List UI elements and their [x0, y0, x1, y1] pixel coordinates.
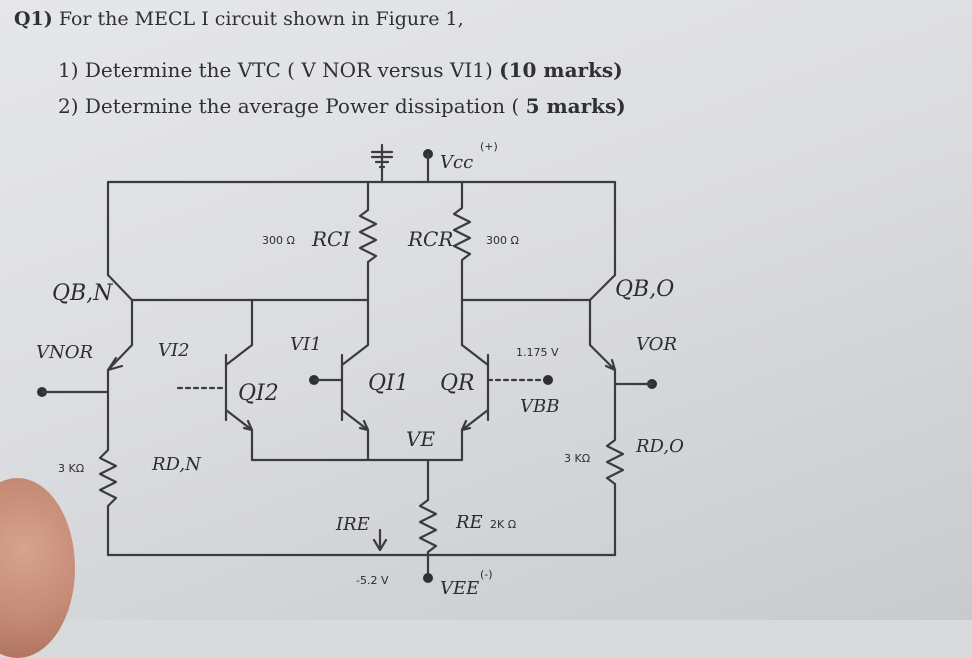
qi2-transistor — [176, 343, 254, 432]
qbn-transistor — [98, 273, 134, 557]
item-2-marks: 5 marks) — [525, 94, 626, 118]
re-value: 2K Ω — [490, 518, 516, 531]
vor-label: VOR — [636, 334, 677, 355]
vcc-rail — [106, 143, 617, 277]
rdo-label: RD,O — [635, 436, 684, 457]
rci-label: RCI — [311, 227, 351, 251]
item-1-marks: (10 marks) — [499, 58, 623, 82]
vnor-label: VNOR — [36, 342, 93, 363]
item-1-number: 1) — [58, 58, 79, 82]
vi1-label: VI1 — [290, 334, 322, 355]
item-2-text: Determine the average Power dissipation … — [84, 94, 520, 118]
vee-label: VEE — [440, 578, 479, 599]
question-item-2: 2) Determine the average Power dissipati… — [58, 94, 626, 118]
ire-label: IRE — [335, 514, 370, 535]
qi2-label: QI2 — [238, 381, 279, 406]
emitter-bus — [250, 428, 464, 502]
vbb-label: VBB — [520, 396, 559, 417]
question-title: Q1) For the MECL I circuit shown in Figu… — [14, 8, 464, 30]
vbb-value: 1.175 V — [516, 346, 559, 359]
qr-transistor — [460, 343, 553, 432]
vi2-label: VI2 — [158, 340, 190, 361]
rci-value: 300 Ω — [262, 234, 295, 247]
re-label: RE — [455, 512, 483, 533]
mecl-circuit-diagram: Vcc (+) 300 Ω RCI RCR 300 Ω QB,N QB,O VN… — [36, 140, 684, 599]
item-1-text: Determine the VTC ( V NOR versus VI1) — [84, 58, 493, 82]
collector-bus-left — [130, 298, 370, 347]
rcr-label: RCR — [407, 227, 453, 251]
qbo-label: QB,O — [615, 277, 674, 302]
item-2-number: 2) — [58, 94, 79, 118]
rcr-resistor — [452, 180, 472, 347]
qr-label: QR — [440, 371, 475, 396]
ve-label: VE — [406, 427, 435, 451]
qi1-label: QI1 — [368, 371, 409, 396]
re-resistor — [372, 498, 438, 583]
rdn-label: RD,N — [151, 454, 202, 475]
qbn-label: QB,N — [52, 281, 113, 306]
vee-sup: (-) — [480, 568, 493, 581]
question-number: Q1) — [14, 8, 53, 30]
rdo-value: 3 KΩ — [564, 452, 590, 465]
question-item-1: 1) Determine the VTC ( V NOR versus VI1)… — [58, 58, 623, 82]
rdn-value: 3 KΩ — [58, 462, 84, 475]
vcc-sup: (+) — [480, 140, 498, 153]
vcc-label: Vcc — [440, 152, 473, 173]
rcr-value: 300 Ω — [486, 234, 519, 247]
qi1-transistor — [309, 343, 370, 432]
rci-resistor — [358, 180, 378, 302]
question-title-text: For the MECL I circuit shown in Figure 1… — [58, 8, 464, 30]
vee-value: -5.2 V — [356, 574, 389, 587]
qbo-transistor — [588, 273, 657, 557]
